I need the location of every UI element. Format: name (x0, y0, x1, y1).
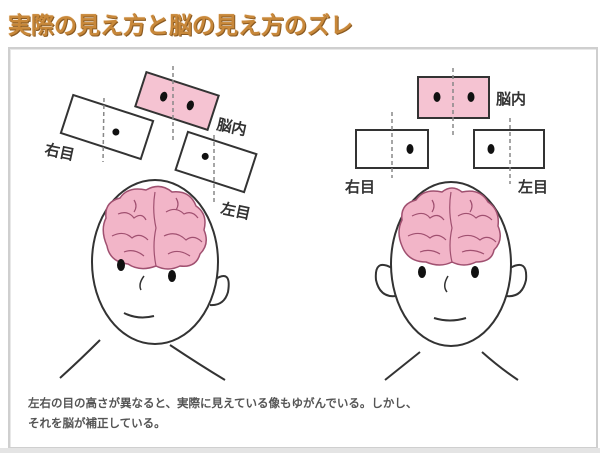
left-shoulders (59, 339, 226, 381)
left-brain-box (134, 70, 220, 132)
left-face-eye-left (168, 270, 176, 282)
left-face-mouth (123, 312, 155, 319)
right-label-left-eye: 左目 (517, 178, 548, 196)
right-shoulders (384, 351, 519, 381)
right-brain-box-eye-1 (433, 92, 441, 102)
left-right-eye-box (59, 93, 155, 161)
right-brain-box-eye-2 (467, 92, 475, 102)
left-figure: 脳内 右目 左目 (43, 66, 258, 381)
left-label-right-eye: 右目 (43, 140, 76, 164)
diagram-title: 実際の見え方と脳の見え方のズレ (8, 13, 353, 39)
right-brain (398, 187, 501, 266)
right-right-eye-dot (406, 144, 414, 154)
caption-line-1: 左右の目の高さが異なると、実際に見えている像もゆがんでいる。しかし、 (28, 396, 418, 410)
right-face-eye-right (418, 266, 426, 278)
right-figure: 脳内 右目 左目 (345, 68, 548, 381)
left-face-nose (139, 275, 145, 291)
left-right-eye-guide (102, 97, 105, 163)
caption-line-2: それを脳が補正している。 (28, 416, 166, 430)
bottom-edge (0, 448, 600, 453)
left-label-brain-view: 脳内 (215, 115, 248, 139)
right-face-nose (444, 275, 449, 293)
right-left-eye-dot (487, 144, 495, 154)
right-face-mouth (433, 317, 467, 322)
right-label-brain-view: 脳内 (496, 90, 526, 108)
right-left-eye-box (473, 129, 545, 169)
left-face-eye-right (117, 259, 125, 271)
left-left-eye-box (174, 130, 258, 194)
caption: 左右の目の高さが異なると、実際に見えている像もゆがんでいる。しかし、 それを脳が… (28, 393, 588, 433)
right-label-right-eye: 右目 (345, 178, 375, 196)
left-label-left-eye: 左目 (218, 199, 252, 223)
left-brain (102, 185, 207, 270)
right-face-eye-left (471, 266, 479, 278)
